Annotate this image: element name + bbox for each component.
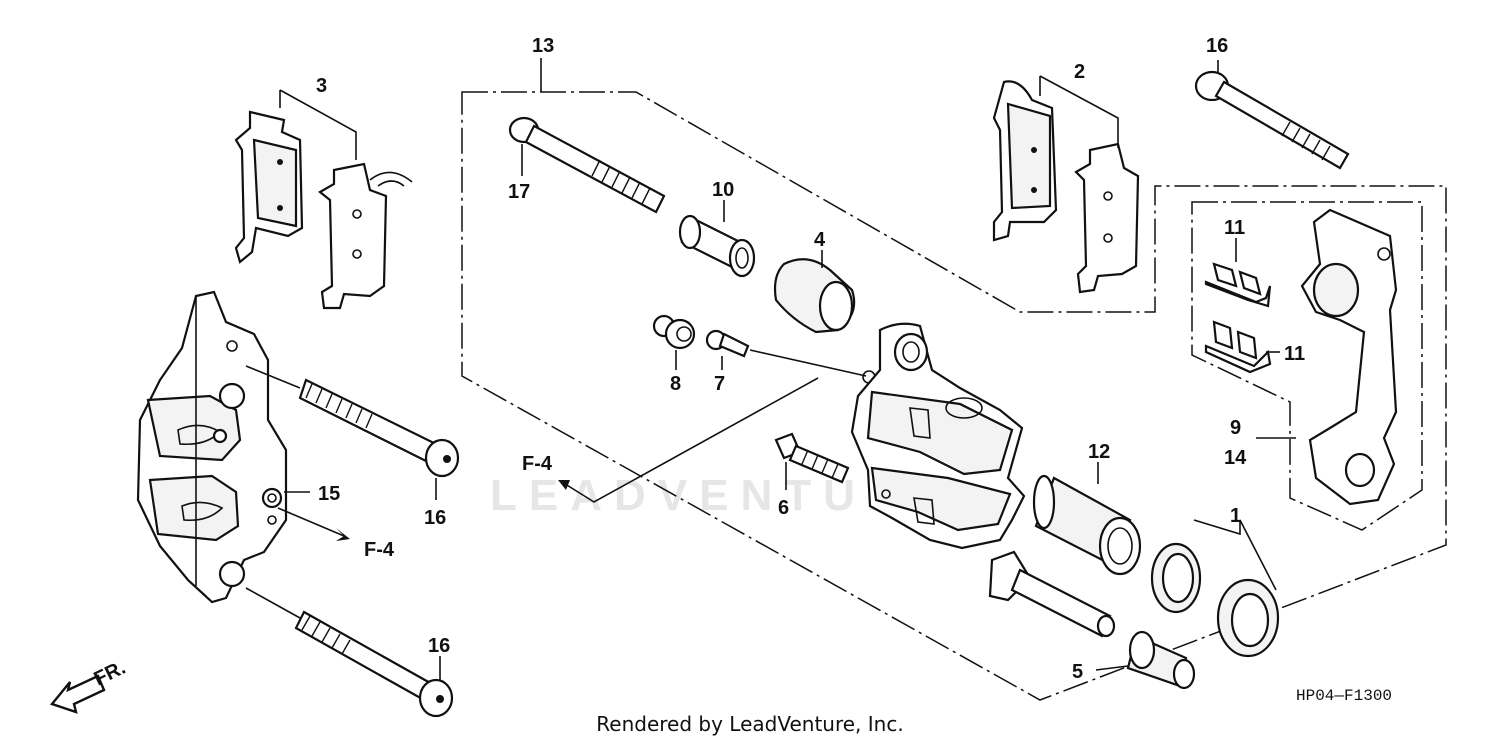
- assembly-9-outline: [1191, 201, 1423, 531]
- figure-ref-f4-center: F-4: [522, 453, 553, 475]
- caliper-body-center: [850, 322, 1026, 550]
- pad-spring-11-lower: [1204, 320, 1280, 374]
- bleeder-screw-7: [705, 329, 876, 384]
- callout-1: 1: [1230, 505, 1241, 527]
- brake-pad-set-3: [234, 89, 413, 310]
- callout-3: 3: [316, 75, 327, 97]
- callout-6: 6: [778, 497, 789, 519]
- caliper-assembly-15: [136, 290, 288, 604]
- bolt-6: [774, 432, 850, 490]
- bolt-16-upper-left: [245, 365, 460, 500]
- callout-11-lower: 11: [1284, 343, 1305, 365]
- callout-11-upper: 11: [1224, 217, 1245, 239]
- callout-9: 9: [1230, 417, 1241, 439]
- bolt-16-upper-right: [1194, 60, 1350, 170]
- callout-17: 17: [508, 181, 530, 203]
- callout-2: 2: [1074, 61, 1085, 83]
- f4-arrow-left: [277, 507, 345, 537]
- callout-4: 4: [814, 229, 826, 251]
- slide-pin: [988, 550, 1116, 638]
- f4-arrowhead-center: [558, 480, 570, 490]
- callout-5: 5: [1072, 661, 1083, 683]
- front-direction-marker: FR.: [49, 657, 129, 714]
- pin-bolt-17: [508, 116, 666, 214]
- render-credit: Rendered by LeadVenture, Inc.: [596, 712, 904, 736]
- callout-8: 8: [670, 373, 681, 395]
- callout-16-left-upper: 16: [424, 507, 446, 529]
- callout-12: 12: [1088, 441, 1110, 463]
- callout-16-upper-right: 16: [1206, 35, 1228, 57]
- seal-kit-1: [1150, 519, 1280, 658]
- diagram-code: HP04—F1300: [1296, 687, 1392, 705]
- callout-13: 13: [532, 35, 554, 57]
- callout-16-left-lower: 16: [428, 635, 450, 657]
- piston-12: [1032, 462, 1142, 576]
- callout-14: 14: [1224, 447, 1247, 469]
- sleeve-10: [678, 200, 756, 278]
- callout-15: 15: [318, 483, 340, 505]
- figure-ref-f4-left: F-4: [364, 539, 395, 561]
- boot-4: [773, 250, 856, 334]
- bleeder-cap-8: [652, 314, 696, 370]
- brake-pad-set-2: [992, 75, 1140, 294]
- f4-arrow-center: [561, 377, 819, 503]
- pad-spring-11-upper: [1204, 238, 1272, 308]
- bolt-16-lower-left: [245, 587, 454, 718]
- callout-7: 7: [714, 373, 725, 395]
- caliper-bracket-9-14: [1300, 208, 1398, 506]
- f4-arrowhead-left: [336, 528, 350, 541]
- boot-5: [1095, 630, 1196, 690]
- assembly-13-outline: [461, 91, 1447, 701]
- callout-10: 10: [712, 179, 734, 201]
